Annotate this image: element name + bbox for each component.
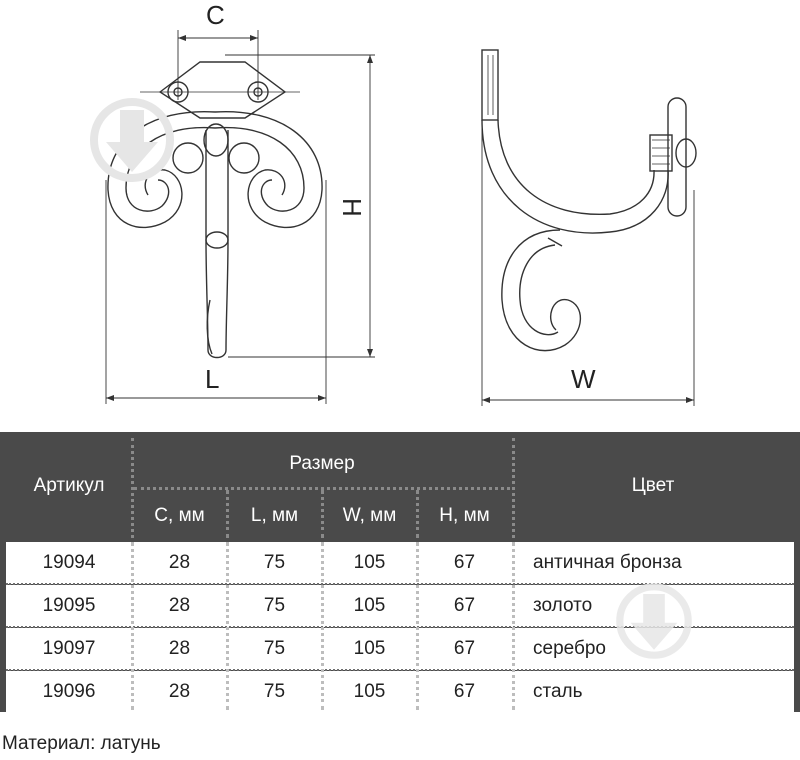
header-color: Цвет bbox=[631, 475, 675, 496]
column-divider bbox=[321, 542, 324, 710]
cell-color: золото bbox=[533, 595, 593, 616]
cell-article: 19094 bbox=[42, 552, 96, 573]
column-divider bbox=[512, 542, 515, 710]
cell-l: 75 bbox=[263, 552, 286, 573]
header-size-group: Размер bbox=[289, 453, 355, 474]
material-note: Материал: латунь bbox=[2, 733, 161, 754]
header-article: Артикул bbox=[33, 475, 105, 496]
dim-label-h: H bbox=[337, 198, 367, 217]
cell-l: 75 bbox=[263, 681, 286, 702]
header-c-mm: C, мм bbox=[154, 505, 205, 526]
cell-h: 67 bbox=[453, 681, 476, 702]
watermark-icon bbox=[90, 98, 174, 182]
dim-label-c: C bbox=[206, 0, 225, 30]
side-hook-upper bbox=[481, 119, 669, 234]
column-divider bbox=[226, 542, 229, 710]
side-plate bbox=[481, 49, 499, 121]
table-row: 19094 28 75 105 67 античная бронза bbox=[6, 542, 794, 584]
header-divider bbox=[131, 438, 134, 538]
column-divider bbox=[416, 542, 419, 710]
spec-table: Артикул Размер Цвет C, мм L, мм W, мм H,… bbox=[0, 432, 800, 713]
row-divider bbox=[6, 626, 794, 628]
header-l-mm: L, мм bbox=[250, 505, 299, 526]
cell-h: 67 bbox=[453, 638, 476, 659]
header-divider bbox=[321, 490, 324, 538]
column-divider bbox=[131, 542, 134, 710]
hook-stem bbox=[205, 130, 229, 359]
cell-l: 75 bbox=[263, 638, 286, 659]
cell-h: 67 bbox=[453, 552, 476, 573]
cell-c: 28 bbox=[168, 681, 191, 702]
cell-w: 105 bbox=[353, 552, 386, 573]
header-w-mm: W, мм bbox=[342, 505, 397, 526]
cell-l: 75 bbox=[263, 595, 286, 616]
side-hook-lower bbox=[501, 229, 582, 352]
cell-article: 19095 bbox=[42, 595, 96, 616]
header-divider bbox=[134, 487, 510, 490]
header-h-mm: H, мм bbox=[439, 505, 490, 526]
cell-article: 19097 bbox=[42, 638, 96, 659]
cell-color: античная бронза bbox=[533, 552, 682, 573]
cell-c: 28 bbox=[168, 595, 191, 616]
cell-article: 19096 bbox=[42, 681, 96, 702]
cell-w: 105 bbox=[353, 681, 386, 702]
cell-c: 28 bbox=[168, 638, 191, 659]
mounting-plate bbox=[158, 61, 287, 119]
header-divider bbox=[416, 490, 419, 538]
cell-color: сталь bbox=[533, 681, 583, 702]
row-divider bbox=[6, 669, 794, 671]
side-knob bbox=[667, 97, 687, 217]
dim-label-w: W bbox=[571, 364, 596, 394]
watermark-icon bbox=[616, 583, 692, 659]
knob-left bbox=[172, 142, 204, 174]
cell-w: 105 bbox=[353, 595, 386, 616]
arm-right bbox=[214, 110, 323, 229]
cell-w: 105 bbox=[353, 638, 386, 659]
cell-color: серебро bbox=[533, 638, 607, 659]
dim-label-l: L bbox=[205, 364, 219, 394]
knob-right bbox=[228, 142, 260, 174]
header-divider bbox=[512, 438, 515, 538]
table-row: 19096 28 75 105 67 сталь bbox=[6, 671, 794, 713]
header-divider bbox=[226, 490, 229, 538]
cell-h: 67 bbox=[453, 595, 476, 616]
technical-drawing: C H L W bbox=[105, 0, 697, 406]
row-divider bbox=[6, 583, 794, 585]
cell-c: 28 bbox=[168, 552, 191, 573]
